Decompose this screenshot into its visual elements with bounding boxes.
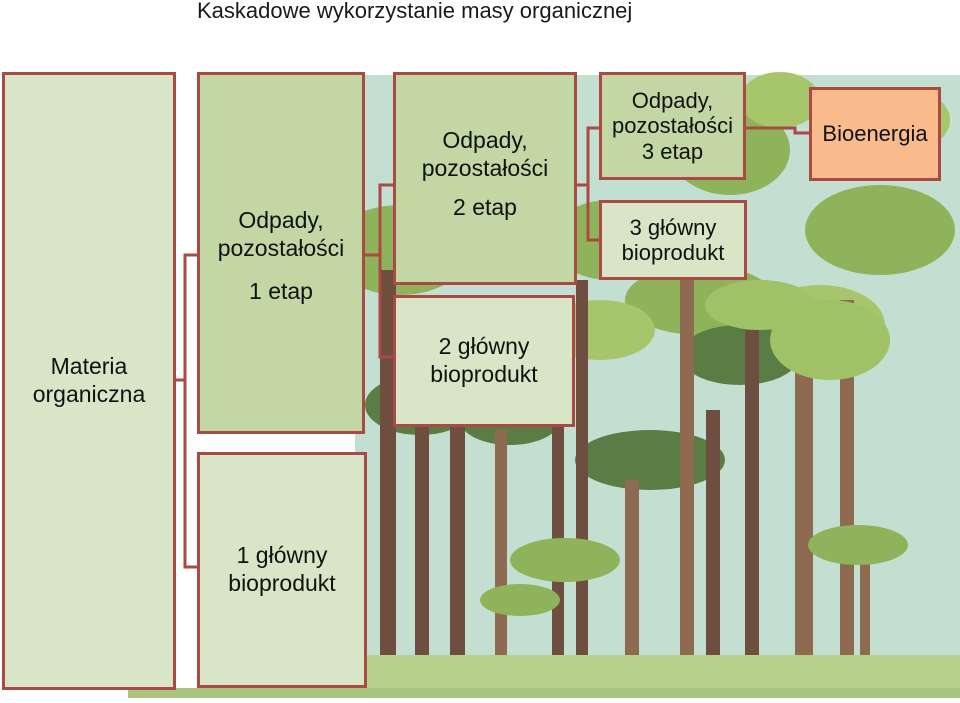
product2-line1: 2 główny xyxy=(438,333,530,360)
bioenergy-label: Bioenergia xyxy=(822,120,928,146)
stage3-waste-box: Odpady, pozostałości 3 etap xyxy=(599,72,746,180)
stage1-waste-box: Odpady, pozostałości 1 etap xyxy=(197,72,365,434)
stage3-line3: 3 etap xyxy=(641,138,704,164)
stage3-line2: pozostałości xyxy=(611,113,734,139)
bioenergy-box: Bioenergia xyxy=(809,87,941,181)
stage2-line1: Odpady, xyxy=(442,127,528,153)
product3-line1: 3 główny xyxy=(629,214,717,240)
product3-box: 3 główny bioprodukt xyxy=(599,200,747,280)
product1-line2: bioprodukt xyxy=(228,570,336,596)
stage1-line1: Odpady, xyxy=(238,207,324,233)
product1-box: 1 główny bioprodukt xyxy=(197,452,367,688)
stage1-line2: pozostałości xyxy=(217,234,345,261)
materia-line2: organiczna xyxy=(32,381,146,407)
page-title: Kaskadowe wykorzystanie masy organicznej xyxy=(197,0,633,23)
stage2-line2: pozostałości xyxy=(421,154,549,181)
stage1-line3: 1 etap xyxy=(249,278,313,305)
materia-line1: Materia xyxy=(50,353,128,380)
stage2-waste-box: Odpady, pozostałości 2 etap xyxy=(393,72,577,285)
stage3-line1: Odpady, xyxy=(631,88,714,114)
stage2-line3: 2 etap xyxy=(453,194,517,221)
product3-line2: bioprodukt xyxy=(621,240,725,265)
materia-organiczna-box: Materia organiczna xyxy=(2,72,176,690)
product2-box: 2 główny bioprodukt xyxy=(393,295,575,427)
product2-line2: bioprodukt xyxy=(430,361,538,387)
product1-line1: 1 główny xyxy=(236,542,328,569)
